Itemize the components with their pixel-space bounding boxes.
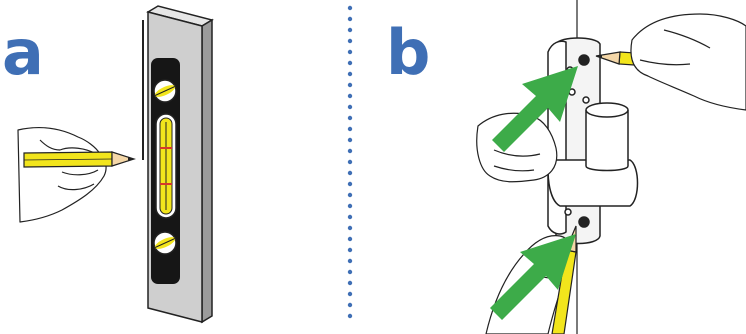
pencil-icon: [23, 151, 136, 168]
divider-dot: [347, 236, 353, 242]
divider-dot: [347, 93, 353, 99]
panel-label-a: a: [2, 16, 44, 89]
divider-dot: [347, 49, 353, 55]
bottom-vial-icon: [153, 231, 177, 255]
divider-dot: [347, 291, 353, 297]
divider-dot: [347, 115, 353, 121]
divider-dot: [347, 159, 353, 165]
divider-dot: [347, 137, 353, 143]
panel-b: [476, 0, 746, 334]
divider-dot: [347, 71, 353, 77]
bracket-icon: [547, 37, 639, 245]
hand-icon: [17, 127, 107, 223]
panel-label-b: b: [386, 16, 431, 89]
divider-dot: [347, 280, 353, 286]
middle-vial-icon: [155, 113, 177, 219]
divider-dot: [347, 313, 353, 319]
top-vial-icon: [153, 79, 177, 103]
divider-dot: [347, 302, 353, 308]
divider-dot: [347, 16, 353, 22]
divider-dot: [347, 170, 353, 176]
arrow-icon: [492, 66, 578, 152]
divider-dot: [347, 126, 353, 132]
divider-dot: [347, 148, 353, 154]
divider-dot: [347, 225, 353, 231]
divider-dot: [347, 258, 353, 264]
divider-dot: [347, 181, 353, 187]
divider-dot: [347, 247, 353, 253]
divider-dot: [347, 60, 353, 66]
panel-divider: [347, 5, 353, 319]
spirit-level-icon: [146, 5, 214, 324]
divider-dot: [347, 269, 353, 275]
divider-dot: [347, 38, 353, 44]
divider-dot: [347, 82, 353, 88]
divider-dot: [347, 27, 353, 33]
divider-dot: [347, 192, 353, 198]
hand-icon: [630, 13, 746, 111]
divider-dot: [347, 104, 353, 110]
divider-dot: [347, 5, 353, 11]
panel-a: [17, 5, 214, 324]
divider-dot: [347, 203, 353, 209]
arrow-icon: [490, 234, 576, 320]
divider-dot: [347, 214, 353, 220]
